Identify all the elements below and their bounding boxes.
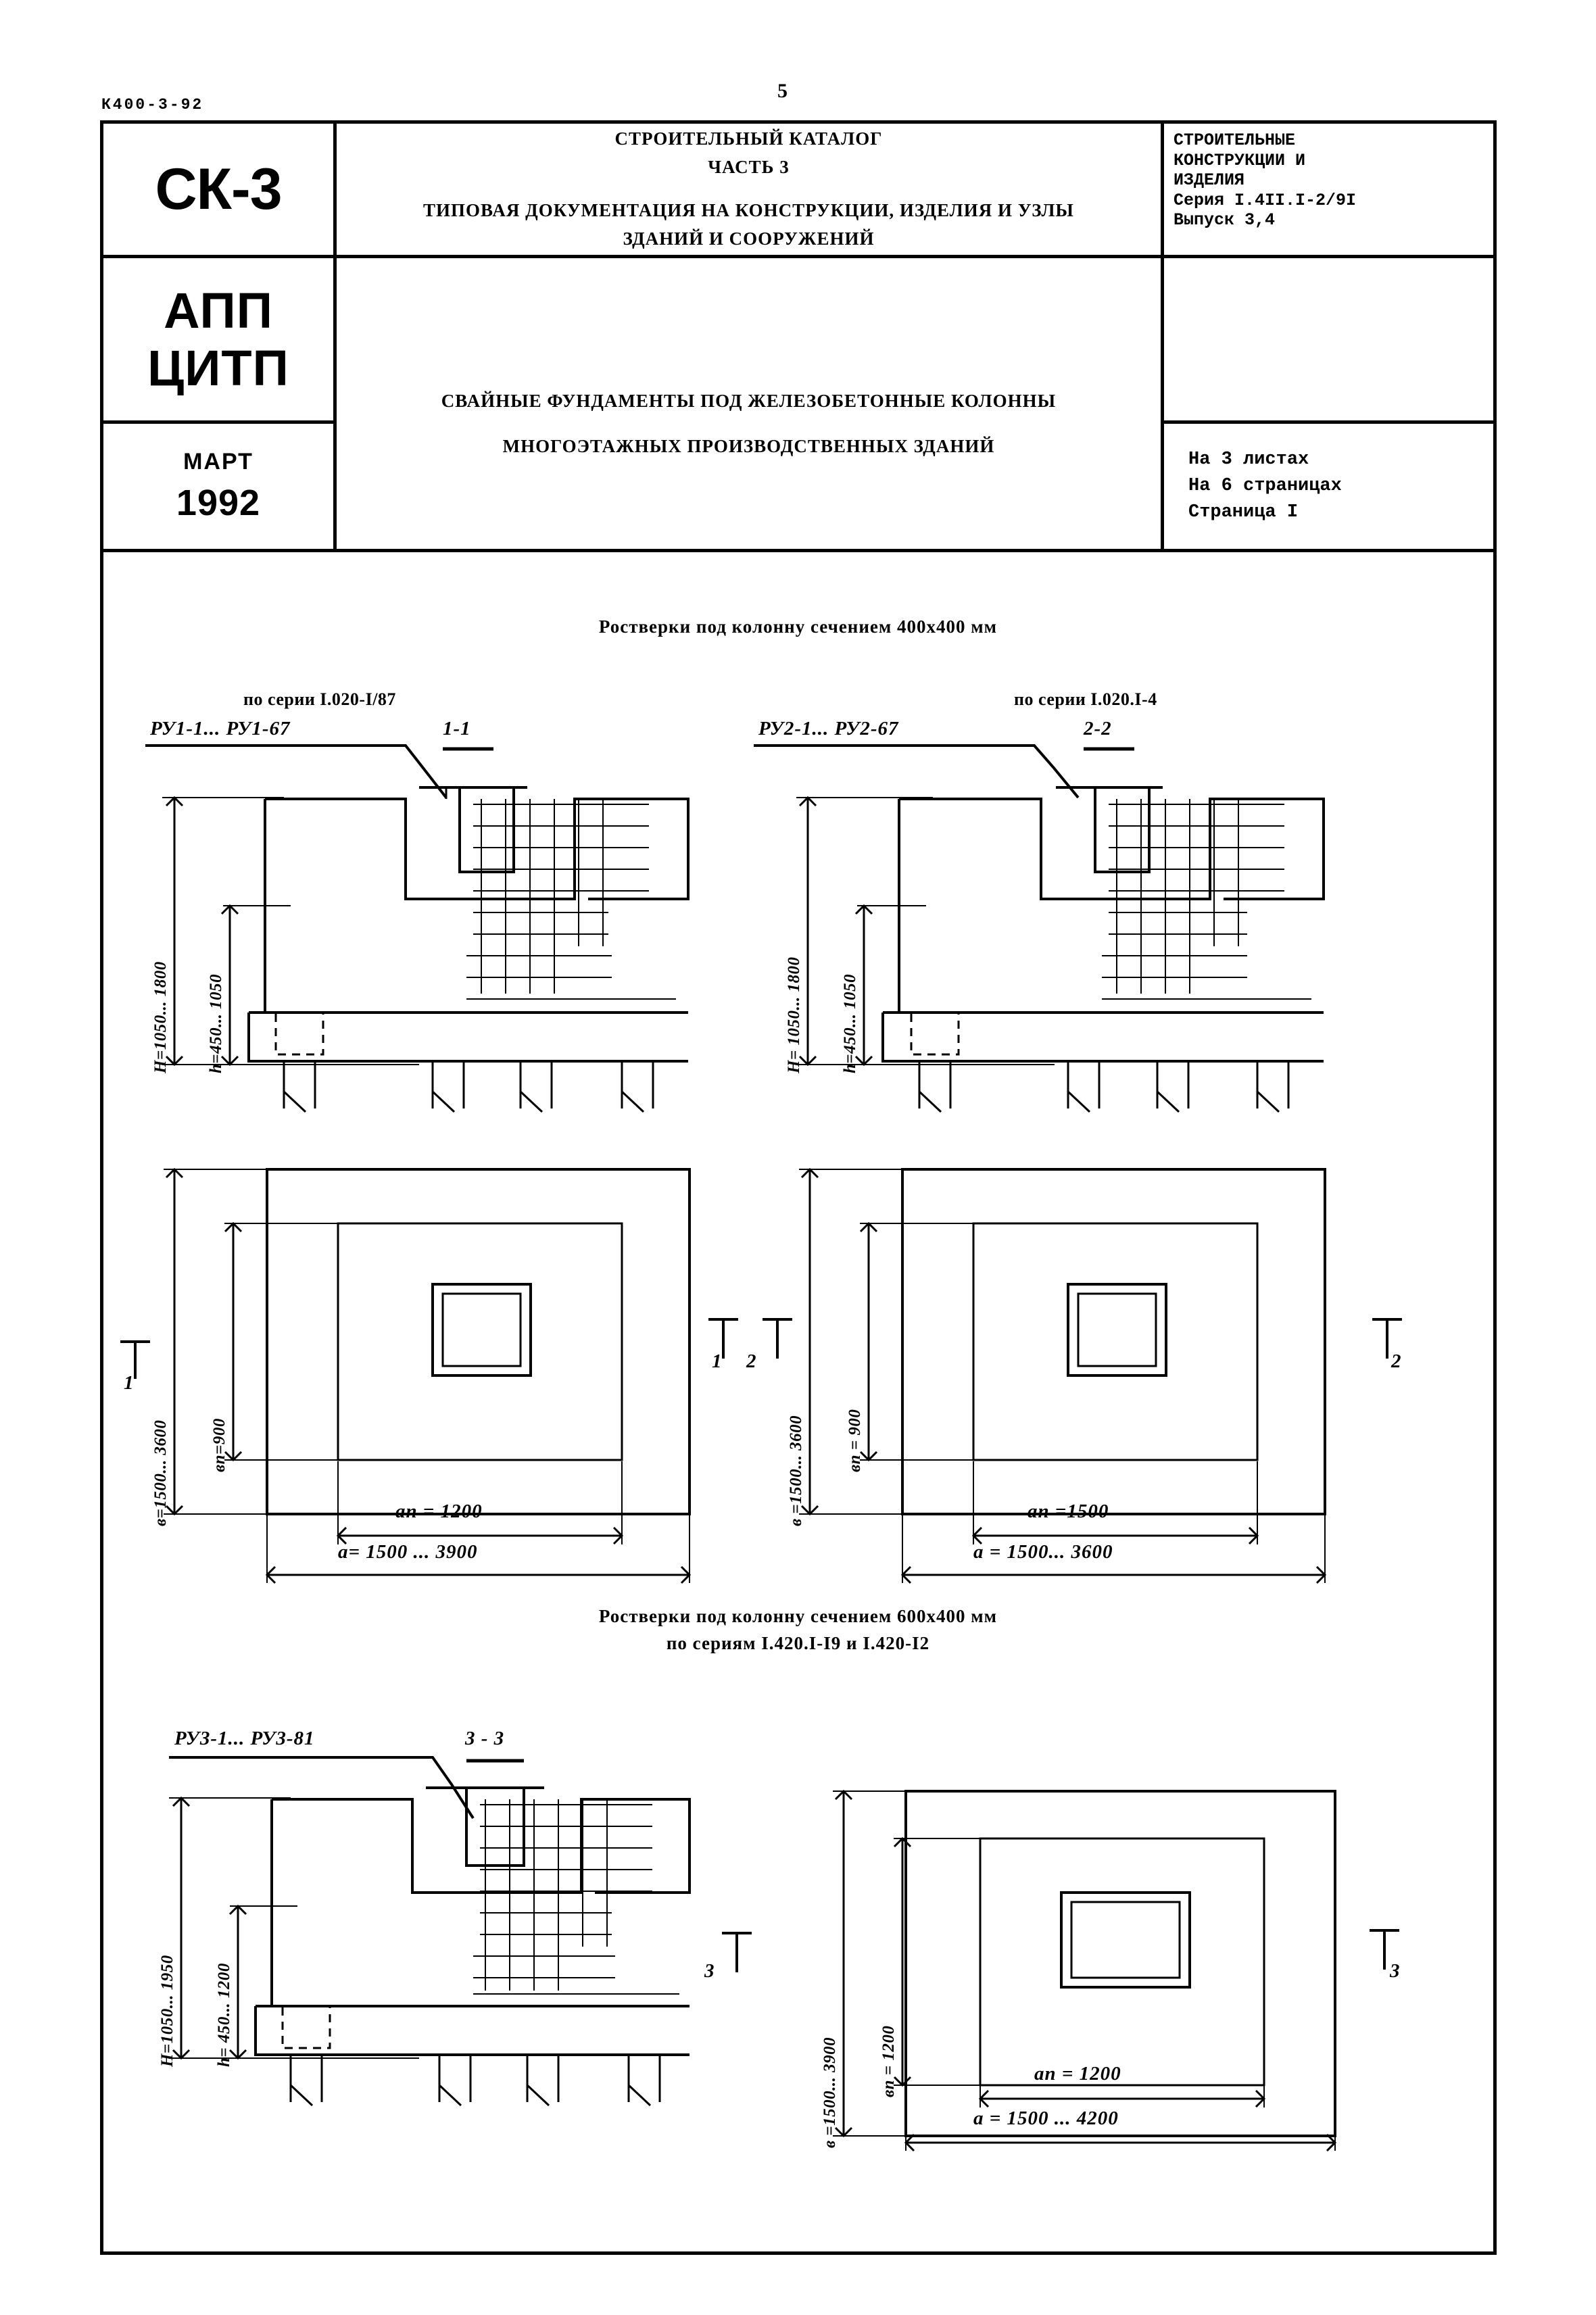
dim-H-right: Н= 1050... 1800 (785, 956, 803, 1073)
section-tag-3-3: 3 - 3 (465, 1728, 505, 1749)
cut-mark-3-left: 3 (704, 1960, 715, 1982)
mark-range-ру1: РУ1-1... РУ1-67 (150, 718, 291, 739)
dim-bn-right: вn = 900 (846, 1409, 864, 1472)
dim-a-right: а = 1500... 3600 (973, 1541, 1113, 1563)
section-600-caption-line-2: по сериям I.420.I-I9 и I.420-I2 (666, 1633, 930, 1653)
sheets-cell: На 3 листах На 6 страницах Страница I (1164, 424, 1493, 552)
catalog-mark-cell: СК-3 (103, 124, 337, 258)
catalog-title-line-1: СТРОИТЕЛЬНЫЙ КАТАЛОГ (614, 128, 883, 149)
pages-count: На 6 страницах (1188, 475, 1342, 496)
dim-an-left: аn = 1200 (395, 1501, 483, 1522)
organization-line-1: АПП (164, 282, 273, 339)
subject-line-2: МНОГОЭТАЖНЫХ ПРОИЗВОДСТВЕННЫХ ЗДАНИЙ (502, 436, 995, 456)
dim-a-left: а= 1500 ... 3900 (338, 1541, 478, 1563)
cut-mark-2-right: 2 (1391, 1350, 1402, 1372)
cut-mark-3-right: 3 (1390, 1960, 1401, 1982)
series-line-2: КОНСТРУКЦИИ И (1174, 150, 1306, 170)
catalog-mark: СК-3 (155, 156, 282, 222)
subject-cell: СВАЙНЫЕ ФУНДАМЕНТЫ ПОД ЖЕЛЕЗОБЕТОННЫЕ КО… (337, 258, 1164, 552)
dim-b-right: в =1500... 3600 (787, 1415, 805, 1526)
organization-line-2: ЦИТП (147, 340, 289, 396)
series-number: Серия I.4II.I-2/9I (1174, 190, 1357, 210)
dim-a-bottom: а = 1500 ... 4200 (973, 2107, 1119, 2129)
section-tag-1-1: 1-1 (443, 718, 471, 739)
dim-bn-bottom: вn = 1200 (879, 2025, 898, 2097)
mark-range-ру2: РУ2-1... РУ2-67 (758, 718, 899, 739)
dim-h-bottom: h= 450... 1200 (215, 1963, 233, 2067)
catalog-title-cell: СТРОИТЕЛЬНЫЙ КАТАЛОГ ЧАСТЬ 3 ТИПОВАЯ ДОК… (337, 124, 1164, 258)
series-line-1: СТРОИТЕЛЬНЫЕ (1174, 130, 1296, 150)
mark-range-ру3: РУ3-1... РУ3-81 (174, 1728, 315, 1749)
dim-h-right: h=450... 1050 (841, 973, 859, 1073)
blank-cell (1164, 258, 1493, 424)
catalog-title-line-4: ЗДАНИЙ И СООРУЖЕНИЙ (623, 228, 875, 249)
section-tag-2-2: 2-2 (1084, 718, 1112, 739)
dim-b-bottom: в =1500... 3900 (821, 2037, 839, 2148)
dim-bn-left: вn=900 (210, 1418, 228, 1472)
organization-cell: АПП ЦИТП (103, 258, 337, 424)
page-frame (100, 120, 1497, 2255)
series-cell: СТРОИТЕЛЬНЫЕ КОНСТРУКЦИИ И ИЗДЕЛИЯ Серия… (1164, 124, 1493, 258)
series-note-right: по серии I.020.I-4 (1014, 689, 1157, 709)
issue-month: МАРТ (183, 449, 253, 474)
cut-mark-2-left: 2 (746, 1350, 757, 1372)
dim-h-left: h=450... 1050 (207, 973, 225, 1073)
page-number: 5 (777, 80, 788, 102)
section-400-caption: Ростверки под колонну сечением 400x400 м… (598, 616, 998, 637)
cut-mark-1-right: 1 (712, 1350, 723, 1372)
dim-b-left: в=1500... 3600 (151, 1419, 170, 1526)
page-label: Страница I (1188, 502, 1299, 523)
issue-year: 1992 (176, 483, 261, 523)
dim-an-right: аn =1500 (1027, 1501, 1109, 1522)
subject-line-1: СВАЙНЫЕ ФУНДАМЕНТЫ ПОД ЖЕЛЕЗОБЕТОННЫЕ КО… (441, 391, 1057, 411)
sheets-count: На 3 листах (1188, 449, 1309, 470)
catalog-title-line-3: ТИПОВАЯ ДОКУМЕНТАЦИЯ НА КОНСТРУКЦИИ, ИЗД… (423, 200, 1074, 220)
series-note-left: по серии I.020-I/87 (243, 689, 396, 709)
section-600-caption-line-1: Ростверки под колонну сечением 600x400 м… (598, 1606, 998, 1626)
catalog-title-line-2: ЧАСТЬ 3 (708, 157, 790, 178)
dim-H-bottom: Н=1050... 1950 (158, 1955, 176, 2067)
dim-H-left: Н=1050... 1800 (151, 961, 170, 1073)
series-issue: Выпуск 3,4 (1174, 210, 1276, 230)
cut-mark-1-left: 1 (124, 1372, 135, 1394)
date-cell: МАРТ 1992 (103, 424, 337, 552)
document-code: К400-3-92 (101, 96, 204, 114)
series-line-3: ИЗДЕЛИЯ (1174, 170, 1245, 190)
dim-an-bottom: аn = 1200 (1034, 2063, 1121, 2085)
